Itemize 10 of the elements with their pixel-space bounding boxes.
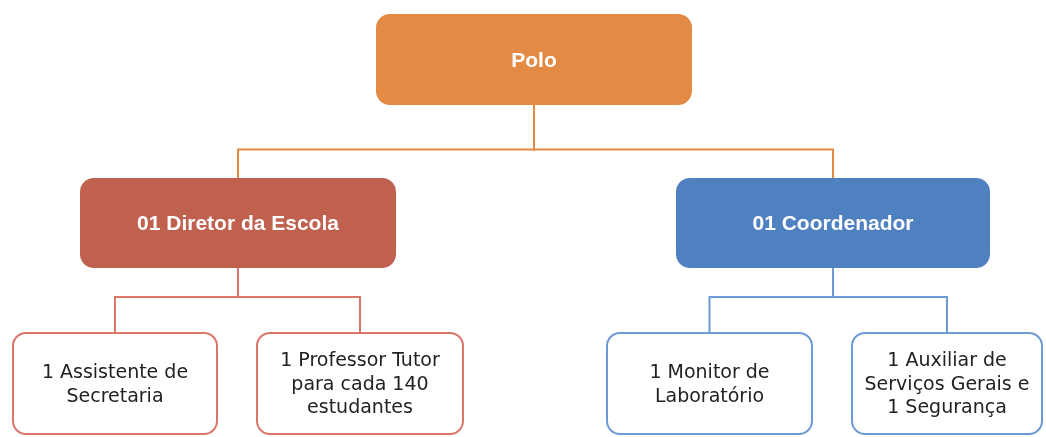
staff-box: 1 Professor Tutor para cada 140 estudantes: [256, 332, 464, 435]
role-box: 01 Coordenador: [676, 178, 990, 268]
connector-line: [237, 267, 361, 333]
role-box: 01 Diretor da Escola: [80, 178, 396, 268]
staff-box: 1 Auxiliar de Serviços Gerais e 1 Segurança: [851, 332, 1043, 435]
connector-line: [533, 104, 834, 179]
staff-box: 1 Monitor de Laboratório: [606, 332, 813, 435]
connector-line: [832, 267, 948, 333]
staff-box: 1 Assistente de Secretaria: [12, 332, 218, 435]
role-box: Polo: [376, 14, 692, 105]
